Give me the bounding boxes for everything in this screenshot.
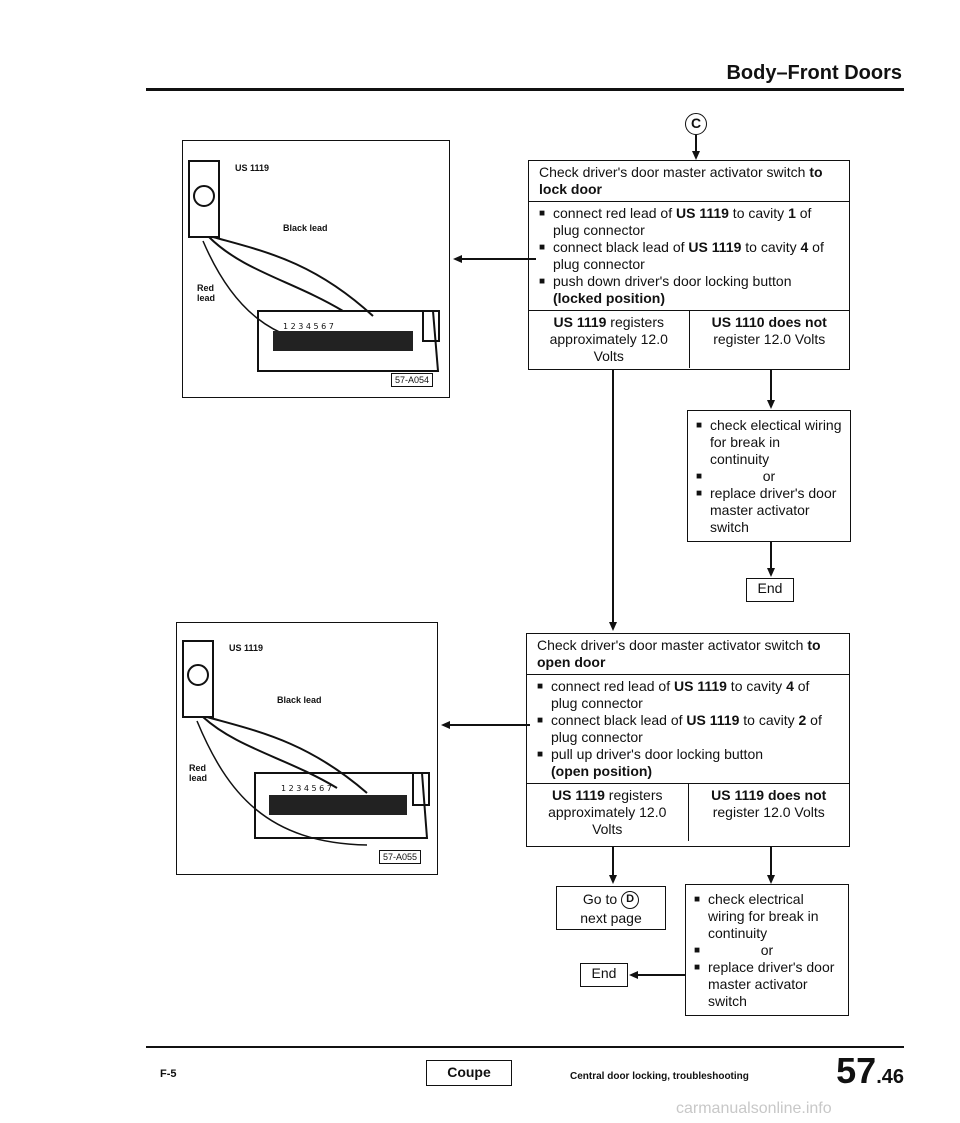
fix1-box: check electical wiring for break in cont… xyxy=(687,410,851,542)
step2-title: Check driver's door master activator swi… xyxy=(527,634,849,675)
fix2-bullet-1: check electrical wiring for break in con… xyxy=(694,891,840,942)
fix2-bullet-2: replace driver's door master activator s… xyxy=(694,959,840,1010)
step1-box: Check driver's door master activator swi… xyxy=(528,160,850,370)
page-code: F-5 xyxy=(160,1068,177,1080)
fix1-or: or xyxy=(696,468,842,485)
step2-bullet-2: connect black lead of US 1119 to cavity … xyxy=(537,712,839,746)
header-rule xyxy=(146,88,904,91)
step2-result-yes: US 1119 registers approximately 12.0 Vol… xyxy=(527,784,689,841)
figure-open-test: 1 2 3 4 5 6 7 US 1119 Black lead Red lea… xyxy=(176,622,438,875)
step2-bullet-1: connect red lead of US 1119 to cavity 4 … xyxy=(537,678,839,712)
red-lead-label: Red lead xyxy=(189,763,208,783)
footer-rule xyxy=(146,1046,904,1048)
step1-title: Check driver's door master activator swi… xyxy=(529,161,849,202)
figure-ref: 57-A054 xyxy=(391,373,434,387)
step2-bullet-3: pull up driver's door locking button(ope… xyxy=(537,746,839,780)
figure-ref: 57-A055 xyxy=(379,850,422,864)
end-box-2: End xyxy=(580,963,628,987)
end-box-1: End xyxy=(746,578,794,602)
step2-result-no: US 1119 does not register 12.0 Volts xyxy=(711,787,827,820)
marker-c-icon: C xyxy=(685,113,707,135)
marker-c-label: C xyxy=(690,115,702,131)
multimeter-connector-illustration: 1 2 3 4 5 6 7 xyxy=(188,160,440,372)
multimeter-connector-illustration: 1 2 3 4 5 6 7 xyxy=(182,640,430,846)
step1-result-no: US 1110 does not register 12.0 Volts xyxy=(711,314,827,347)
footer-description: Central door locking, troubleshooting xyxy=(570,1071,749,1082)
step1-bullet-1: connect red lead of US 1119 to cavity 1 … xyxy=(539,205,839,239)
step1-bullet-3: push down driver's door locking button(l… xyxy=(539,273,839,307)
meter-label: US 1119 xyxy=(235,163,270,173)
svg-text:1 2 3 4 5 6 7: 1 2 3 4 5 6 7 xyxy=(281,784,332,793)
fix2-or: or xyxy=(694,942,840,959)
fix1-bullet-2: replace driver's door master activator s… xyxy=(696,485,842,536)
marker-d-icon: D xyxy=(621,891,640,910)
step2-box: Check driver's door master activator swi… xyxy=(526,633,850,847)
goto-next-page-box: Go to D next page xyxy=(556,886,666,930)
step1-bullet-2: connect black lead of US 1119 to cavity … xyxy=(539,239,839,273)
fix1-bullet-1: check electical wiring for break in cont… xyxy=(696,417,842,468)
fix2-box: check electrical wiring for break in con… xyxy=(685,884,849,1016)
red-lead-label: Red lead xyxy=(197,283,216,303)
svg-text:1 2 3 4 5 6 7: 1 2 3 4 5 6 7 xyxy=(283,322,334,331)
black-lead-label: Black lead xyxy=(283,223,328,233)
black-lead-label: Black lead xyxy=(277,695,322,705)
page-number: 57.46 xyxy=(836,1050,904,1091)
meter-label: US 1119 xyxy=(229,643,264,653)
step1-result-yes: US 1119 registers approximately 12.0 Vol… xyxy=(529,311,690,368)
figure-lock-test: 1 2 3 4 5 6 7 US 1119 Black lead Red lea… xyxy=(182,140,450,398)
watermark: carmanualsonline.info xyxy=(676,1100,832,1117)
model-badge: Coupe xyxy=(426,1060,512,1086)
section-title: Body–Front Doors xyxy=(726,62,902,84)
